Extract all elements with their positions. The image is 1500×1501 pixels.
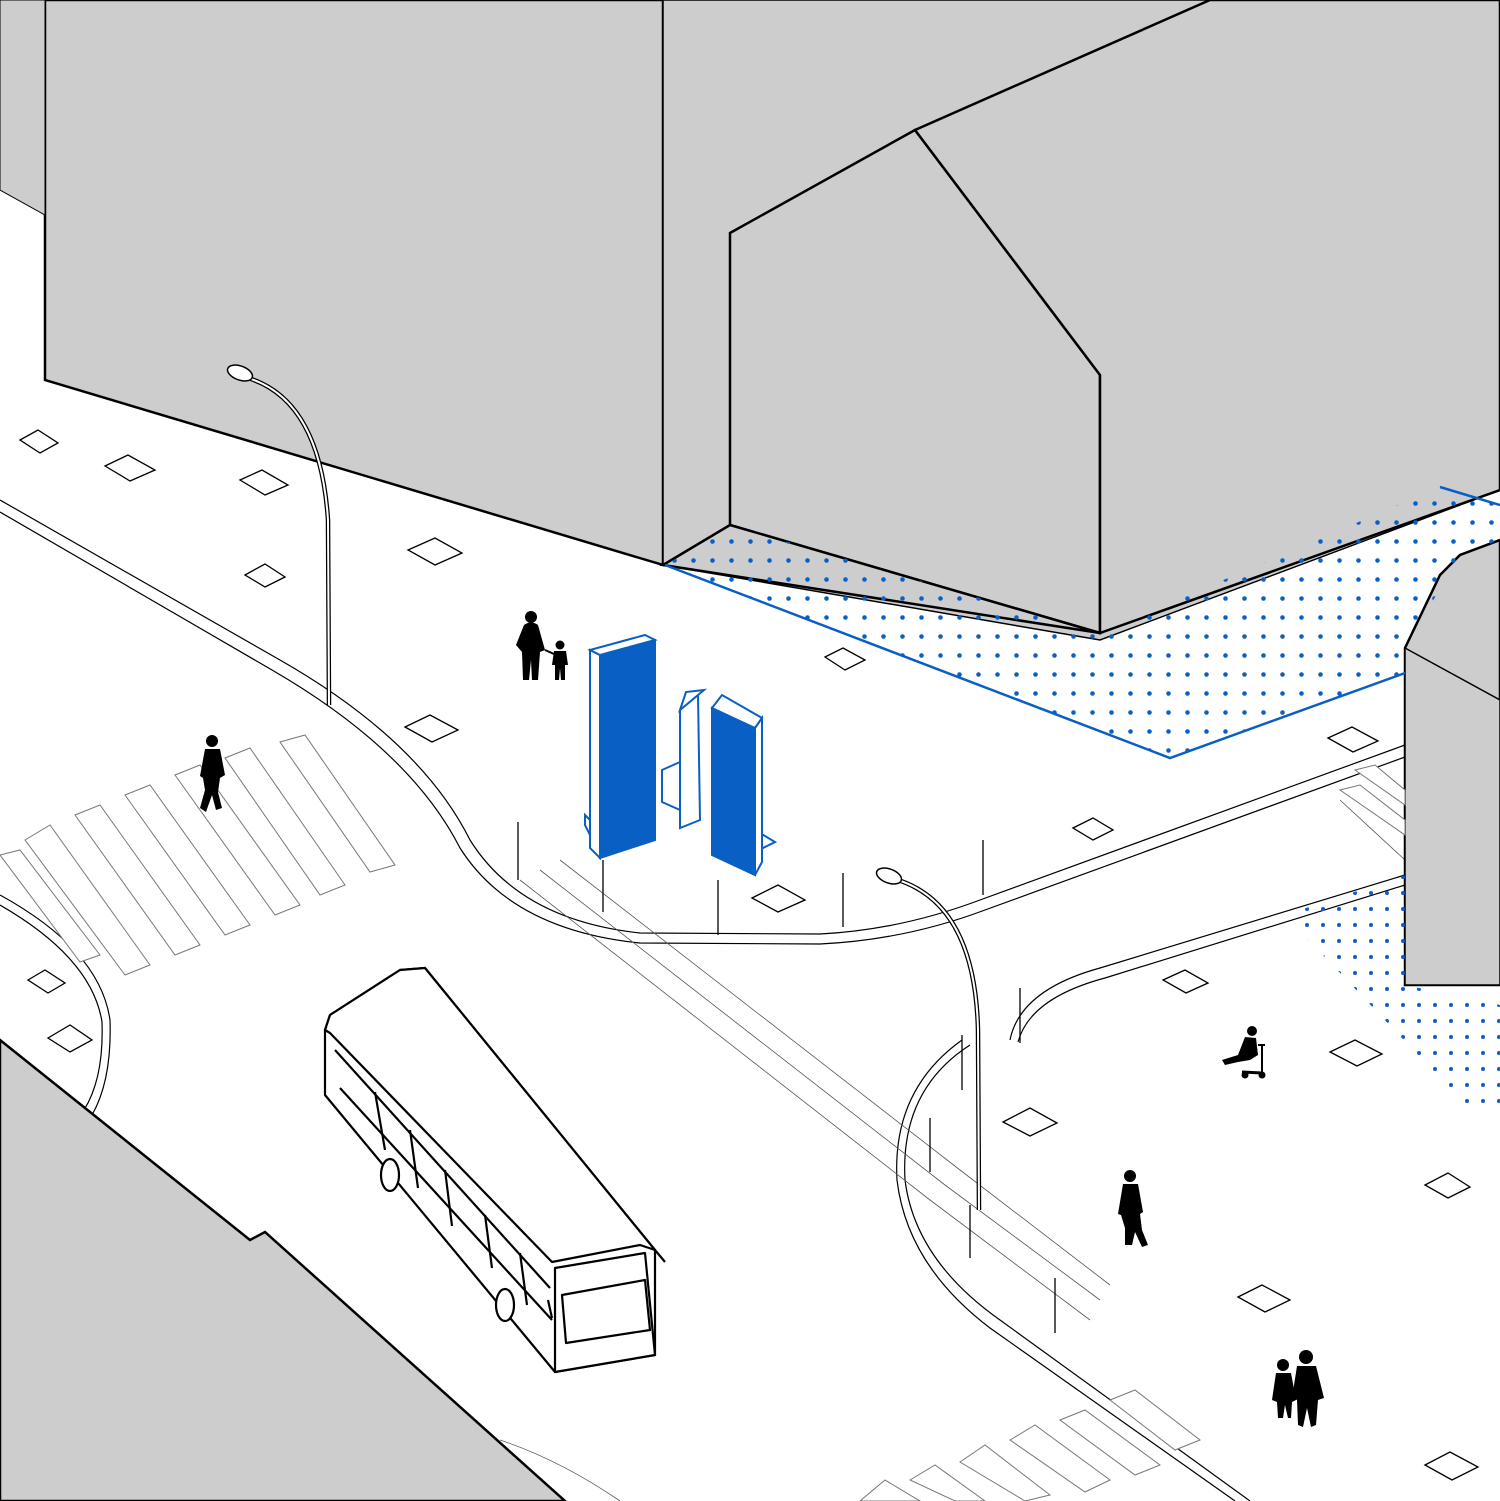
pedestrian-child [544, 640, 568, 680]
pedestrian-crosswalk [200, 735, 225, 812]
dotted-plaza-zone [664, 485, 1500, 760]
pedestrian-mother [516, 611, 545, 680]
pavers [18, 429, 1480, 1481]
pedestrian-right-walking [1118, 1170, 1148, 1247]
bus [323, 966, 666, 1374]
crosswalk-left [0, 734, 396, 976]
building-bottom-left [0, 1038, 567, 1501]
building-right [1403, 538, 1500, 987]
pedestrian-couple-left [1272, 1359, 1296, 1418]
dotted-sidewalk-zone [1285, 875, 1500, 1115]
blue-monolith-tilted [710, 693, 778, 877]
building-left-top [0, 0, 665, 567]
blue-monolith-tall [584, 633, 658, 861]
blue-monolith-small [661, 688, 708, 830]
street-lamp-right [875, 867, 982, 1211]
crosswalk-right [1338, 764, 1406, 836]
street-lamp-left [226, 364, 332, 706]
crosswalk-bottom [859, 1389, 1202, 1501]
pedestrian-couple-right [1292, 1350, 1324, 1427]
child-on-scooter [1222, 1026, 1266, 1079]
bollards [517, 822, 1056, 1333]
